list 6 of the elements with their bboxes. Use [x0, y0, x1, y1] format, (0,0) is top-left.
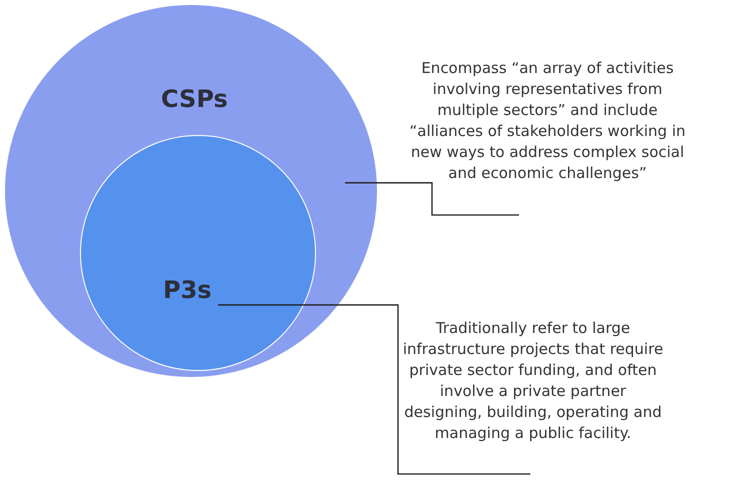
circle-label: CSPs [161, 85, 228, 113]
leader-line [345, 182, 519, 216]
description-text: Traditionally refer to large infrastructure projects that require private sector funding, and often involve a private partner designing, building, operating and managing a public facility. [402, 318, 664, 474]
description-text: Encompass “an array of activities involving representatives from multiple sectors” and include “alliances of stakeholders working in new ways to address complex social and economic challenges” [405, 58, 690, 215]
leader-line [218, 304, 530, 475]
circle-label: P3s [163, 276, 212, 304]
